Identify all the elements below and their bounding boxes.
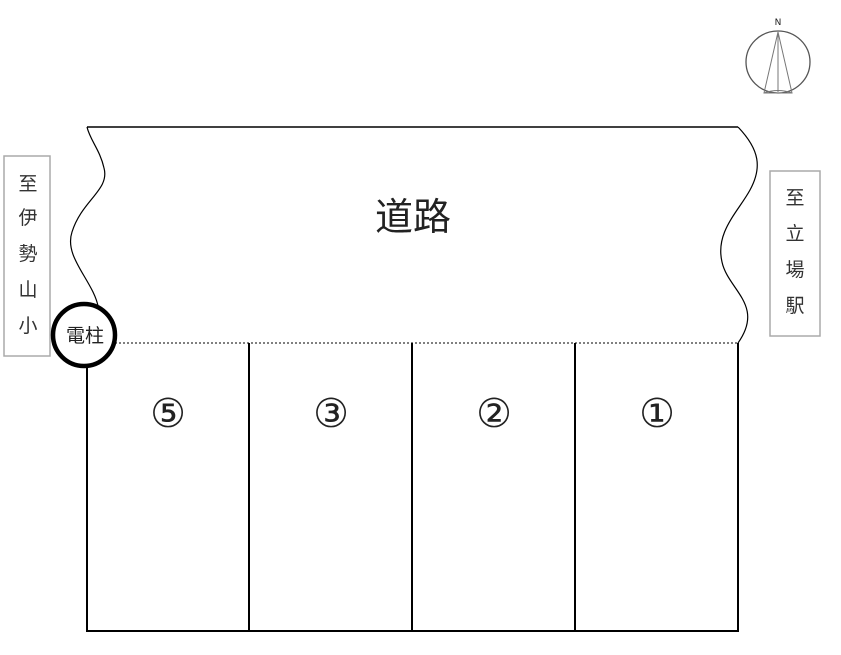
- lot-number: ①: [639, 391, 675, 437]
- direction-right-char: 至: [785, 187, 804, 209]
- direction-box-left: 至 伊 勢 山 小: [3, 155, 51, 357]
- lot-number: ②: [476, 391, 512, 437]
- direction-left-char: 伊: [18, 207, 37, 229]
- direction-left-char: 山: [18, 279, 37, 301]
- direction-box-right: 至 立 場 駅: [769, 170, 821, 337]
- direction-left-char: 至: [18, 173, 37, 195]
- road-break-right: [720, 126, 758, 344]
- direction-right-char: 立: [785, 223, 804, 245]
- road-label: 道路: [375, 195, 451, 239]
- lot-number: ③: [313, 391, 349, 437]
- direction-right-char: 駅: [785, 295, 804, 317]
- lots-group: ⑤ ③ ② ①: [86, 343, 739, 632]
- utility-pole-marker: 電柱: [50, 301, 118, 369]
- direction-left-char: 小: [18, 315, 37, 337]
- north-arrow-icon: N: [745, 18, 811, 94]
- direction-right-char: 場: [785, 259, 804, 281]
- road-break-left: [69, 126, 106, 344]
- lot-number: ⑤: [150, 391, 186, 437]
- utility-pole-label: 電柱: [66, 325, 104, 347]
- direction-left-char: 勢: [18, 243, 37, 265]
- north-label: N: [775, 18, 782, 28]
- road-area: [70, 127, 758, 343]
